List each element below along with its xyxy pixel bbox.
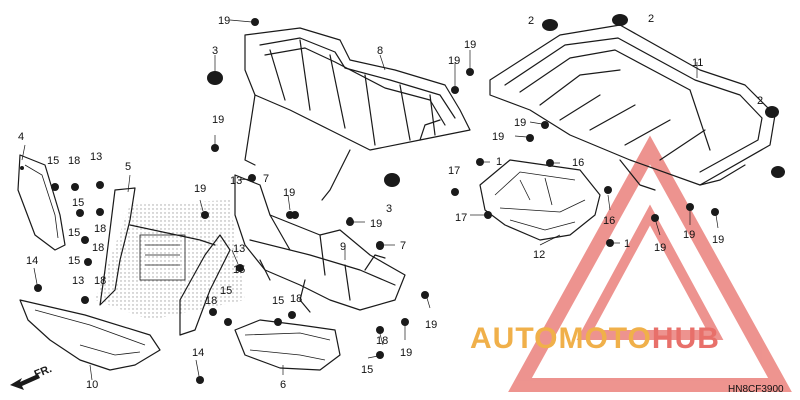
diagram-code: HN8CF3900 — [728, 384, 784, 395]
callout-15: 15 — [272, 295, 284, 307]
callout-19: 19 — [654, 242, 666, 254]
callout-19: 19 — [370, 218, 382, 230]
callout-19: 19 — [212, 114, 224, 126]
callout-1: 1 — [496, 156, 502, 168]
front-bracket-part-5 — [99, 187, 231, 336]
callout-2: 2 — [648, 13, 654, 25]
callout-19: 19 — [712, 234, 724, 246]
callout-15: 15 — [72, 197, 84, 209]
callout-18: 18 — [94, 223, 106, 235]
callout-15: 15 — [47, 155, 59, 167]
callout-19: 19 — [464, 39, 476, 51]
grommets — [207, 14, 785, 187]
callouts: 19 8 3 19 19 2 2 11 2 19 19 1 16 17 17 1… — [18, 13, 763, 391]
callout-18: 18 — [205, 295, 217, 307]
callout-1: 1 — [624, 238, 630, 250]
callout-15: 15 — [361, 364, 373, 376]
callout-15: 15 — [220, 285, 232, 297]
front-direction-indicator: FR. — [10, 363, 54, 390]
watermark-text: AUTOMOTOHUB — [470, 322, 720, 355]
direction-label: FR. — [33, 363, 54, 381]
callout-13: 13 — [90, 151, 102, 163]
callout-19: 19 — [492, 131, 504, 143]
callout-3: 3 — [386, 203, 392, 215]
watermark-part-moto: MOTO — [558, 322, 651, 355]
callout-7: 7 — [263, 173, 269, 185]
callout-9: 9 — [340, 241, 346, 253]
callout-13: 13 — [233, 243, 245, 255]
callout-16: 16 — [603, 215, 615, 227]
callout-7: 7 — [400, 240, 406, 252]
leader-lines — [21, 19, 719, 381]
callout-6: 6 — [280, 379, 286, 391]
svg-text:AUTOMOTOHUB: AUTOMOTOHUB — [470, 322, 720, 355]
callout-4: 4 — [18, 131, 24, 143]
skid-plate-part-12 — [479, 159, 601, 241]
callout-17: 17 — [448, 165, 460, 177]
rear-carrier-part-8 — [244, 27, 471, 201]
callout-18: 18 — [290, 293, 302, 305]
watermark-logo — [508, 135, 792, 392]
callout-19: 19 — [448, 55, 460, 67]
callout-10: 10 — [86, 379, 98, 391]
watermark-part-hub: HUB — [652, 322, 720, 355]
callout-19: 19 — [218, 15, 230, 27]
callout-19: 19 — [400, 347, 412, 359]
callout-15: 15 — [68, 227, 80, 239]
callout-18: 18 — [376, 335, 388, 347]
lower-cover-part-6 — [234, 319, 341, 371]
callout-19: 19 — [425, 319, 437, 331]
callout-2: 2 — [757, 95, 763, 107]
callout-15: 15 — [233, 264, 245, 276]
callout-14: 14 — [26, 255, 38, 267]
lower-guard-part-10 — [19, 299, 161, 371]
callout-18: 18 — [92, 242, 104, 254]
watermark-part-auto: AUTO — [470, 322, 558, 355]
callout-13: 13 — [230, 175, 242, 187]
side-cover-part-4 — [17, 154, 66, 251]
callout-18: 18 — [68, 155, 80, 167]
callout-14: 14 — [192, 347, 204, 359]
callout-2: 2 — [528, 15, 534, 27]
fasteners — [34, 18, 719, 384]
callout-17: 17 — [455, 212, 467, 224]
callout-5: 5 — [125, 161, 131, 173]
hatch-area — [95, 200, 245, 320]
callout-18: 18 — [94, 275, 106, 287]
callout-11: 11 — [692, 57, 703, 69]
callout-19: 19 — [194, 183, 206, 195]
front-carrier-part-11 — [489, 24, 776, 191]
callout-19: 19 — [514, 117, 526, 129]
callout-12: 12 — [533, 249, 545, 261]
callout-13: 13 — [72, 275, 84, 287]
callout-19: 19 — [283, 187, 295, 199]
bracket-part-9 — [234, 174, 406, 313]
callout-16: 16 — [572, 157, 584, 169]
callout-8: 8 — [377, 45, 383, 57]
callout-3: 3 — [212, 45, 218, 57]
callout-19: 19 — [683, 229, 695, 241]
callout-15: 15 — [68, 255, 80, 267]
